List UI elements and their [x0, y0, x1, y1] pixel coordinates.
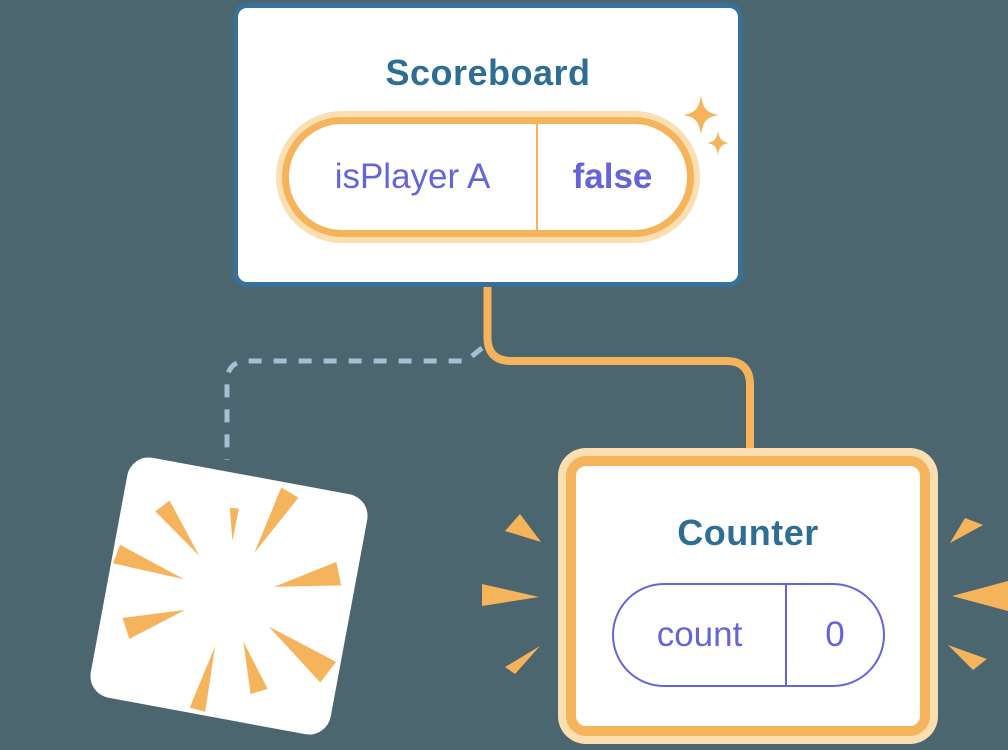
counter-state-name: count: [656, 615, 743, 654]
solid-connector-line: [483, 285, 754, 462]
scoreboard-title: Scoreboard: [385, 52, 591, 93]
pill-divider: [785, 585, 787, 685]
scoreboard-state-value: false: [572, 157, 653, 196]
sparkle-icon: [683, 95, 730, 156]
counter-component-card: Counter: [566, 456, 930, 736]
counter-state-value: 0: [825, 615, 845, 654]
pill-divider: [536, 124, 538, 230]
counter-title: Counter: [677, 512, 819, 553]
sparkle-small: [706, 130, 730, 156]
scoreboard-state-pill: isPlayer A false: [282, 117, 694, 237]
counter-state-pill: count 0: [612, 583, 885, 687]
scoreboard-state-name: isPlayer A: [334, 157, 491, 196]
sparkle-large: [683, 95, 719, 135]
destroyed-component-card: [86, 453, 372, 739]
dashed-connector-line: [224, 346, 484, 460]
explosion-sparks-icon: [113, 487, 342, 712]
